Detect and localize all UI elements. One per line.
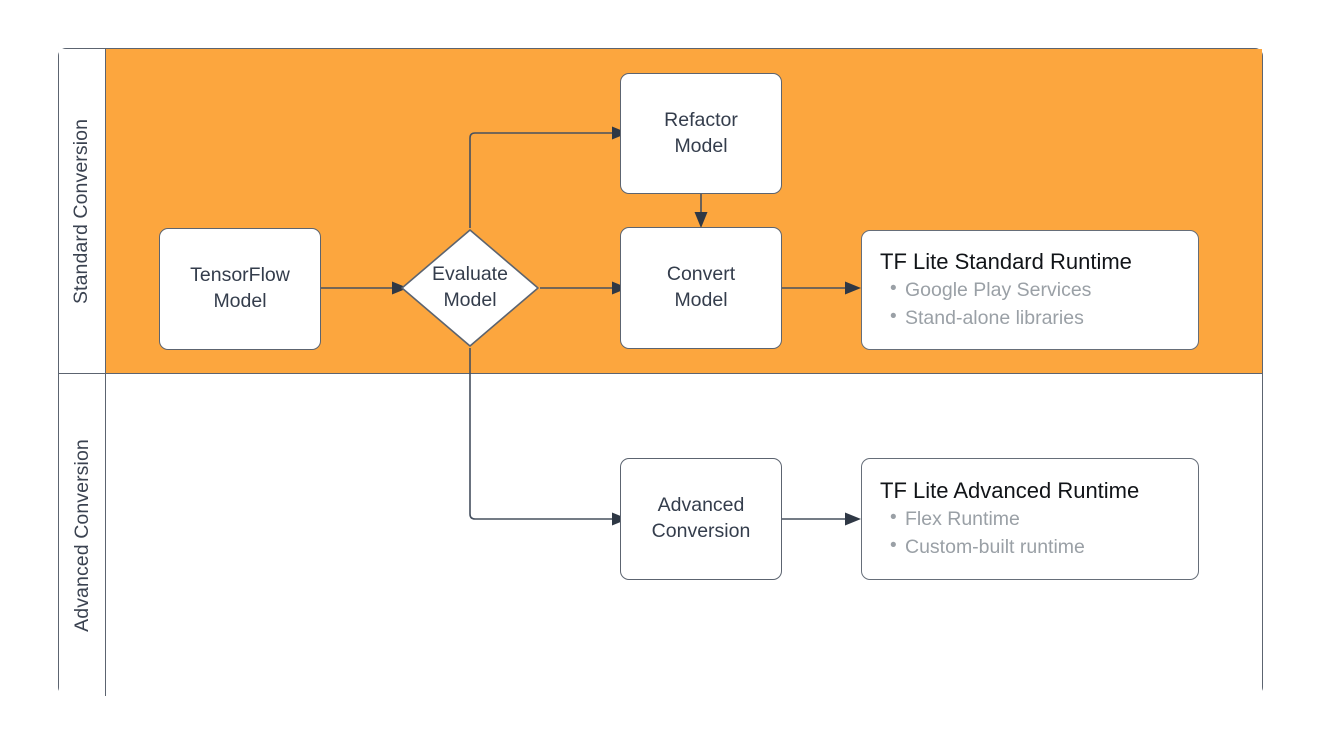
node-advanced-conversion[interactable]: Advanced Conversion — [620, 458, 782, 580]
tf-lite-advanced-runtime-title: TF Lite Advanced Runtime — [880, 478, 1140, 504]
node-refactor-model-line2: Model — [674, 134, 728, 157]
lane-header-advanced: Advanced Conversion — [59, 374, 106, 696]
diamond-shape-icon — [401, 229, 539, 347]
node-evaluate-model[interactable]: Evaluate Model — [400, 228, 540, 348]
list-item: Stand-alone libraries — [890, 304, 1184, 333]
node-tensorflow-model-line1: TensorFlow — [190, 264, 290, 287]
tf-lite-advanced-runtime-list: Flex Runtime Custom-built runtime — [876, 505, 1184, 562]
lane-advanced-conversion: Advanced Conversion — [59, 374, 1262, 696]
list-item: Flex Runtime — [890, 505, 1184, 534]
lane-header-standard: Standard Conversion — [59, 49, 106, 373]
node-tensorflow-model[interactable]: TensorFlow Model — [159, 228, 321, 350]
node-advanced-conversion-line2: Conversion — [651, 520, 751, 542]
node-evaluate-model-line1: Evaluate — [432, 263, 508, 286]
tf-lite-standard-runtime-title: TF Lite Standard Runtime — [880, 249, 1132, 275]
node-convert-model-line1: Convert — [666, 263, 736, 286]
lane-label-standard: Standard Conversion — [70, 118, 93, 304]
lane-label-advanced: Advanced Conversion — [70, 438, 93, 632]
tf-lite-standard-runtime-list: Google Play Services Stand-alone librari… — [876, 276, 1184, 333]
node-advanced-conversion-line1: Advanced — [657, 494, 745, 517]
node-refactor-model-line1: Refactor — [664, 108, 738, 131]
list-item: Custom-built runtime — [890, 533, 1184, 562]
node-convert-model[interactable]: Convert Model — [620, 227, 782, 349]
node-refactor-model[interactable]: Refactor Model — [620, 73, 782, 194]
node-convert-model-line2: Model — [674, 289, 728, 311]
node-evaluate-model-line2: Model — [443, 289, 497, 311]
list-item: Google Play Services — [890, 276, 1184, 305]
node-tf-lite-advanced-runtime[interactable]: TF Lite Advanced Runtime Flex Runtime Cu… — [861, 458, 1199, 580]
node-evaluate-model-label: Evaluate Model — [400, 228, 540, 348]
node-tf-lite-standard-runtime[interactable]: TF Lite Standard Runtime Google Play Ser… — [861, 230, 1199, 350]
node-tensorflow-model-line2: Model — [213, 290, 267, 312]
